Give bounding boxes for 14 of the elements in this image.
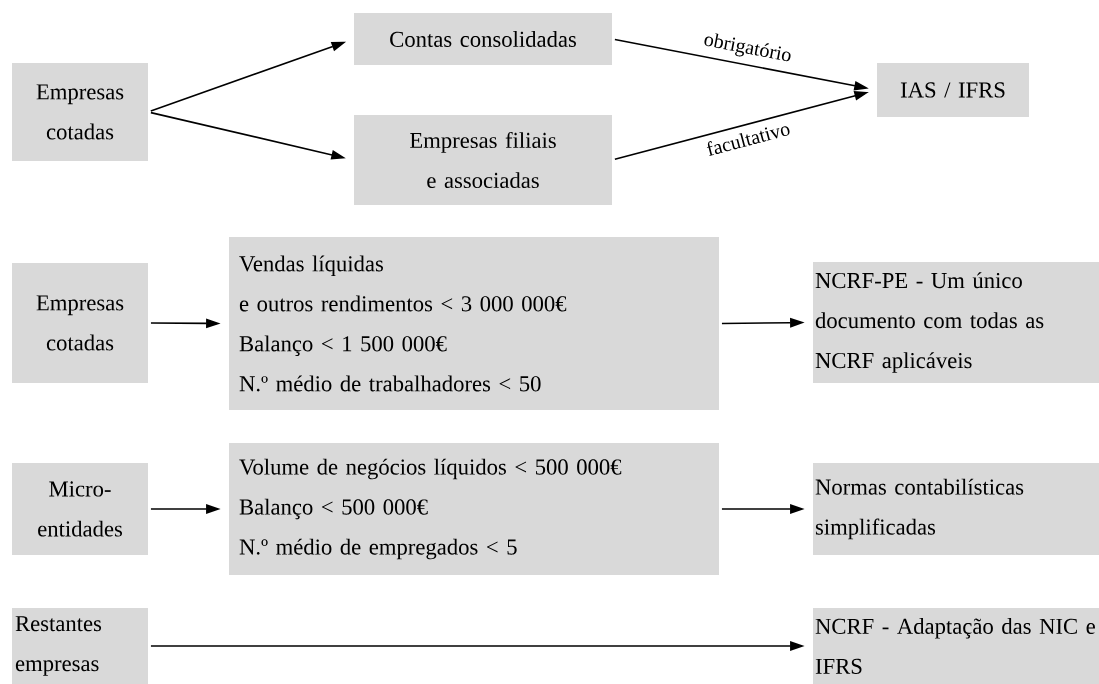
category-box: Empresas cotadas <box>12 263 148 383</box>
category-box: NCRF-PE - Um único documento com todas as NCRF aplicáveis <box>813 262 1099 383</box>
category-box: Empresas filiais e associadas <box>354 115 612 205</box>
category-box: Micro-entidades <box>12 463 148 555</box>
category-box: IAS / IFRS <box>877 63 1029 117</box>
category-box: Empresas cotadas <box>12 63 148 161</box>
edge-label: facultativo <box>703 119 793 159</box>
category-box: NCRF - Adaptação das NIC e IFRS <box>813 608 1099 684</box>
category-box: Restantes empresas <box>12 608 148 684</box>
criteria-box: Vendas líquidas e outros rendimentos < 3 000 000€ Balanço < 1 500 000€ N.º médio de trabalhadores < 50 <box>229 237 719 410</box>
category-box: Contas consolidadas <box>354 13 612 65</box>
criteria-box: Volume de negócios líquidos < 500 000€ Balanço < 500 000€ N.º médio de empregados < 5 <box>229 443 719 575</box>
category-box: Normas contabilísticas simplificadas <box>813 463 1099 555</box>
edge-label: obrigatório <box>700 29 795 68</box>
